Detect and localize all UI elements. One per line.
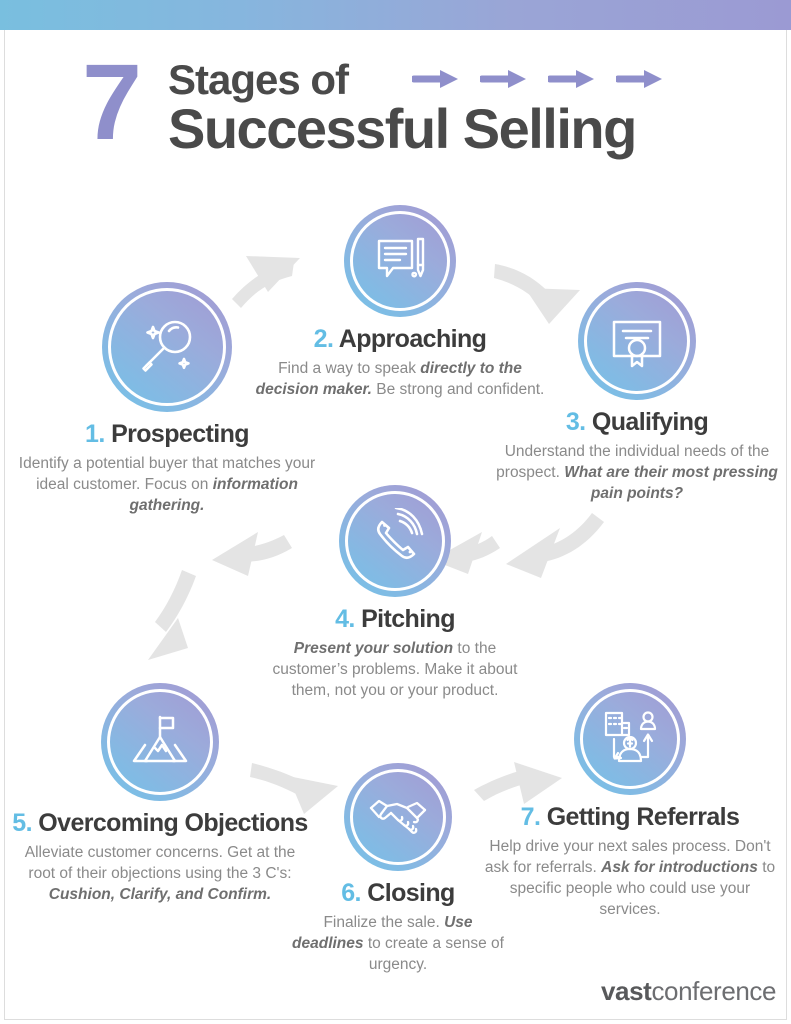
stage-7-description: Help drive your next sales process. Don'…	[484, 838, 776, 918]
stage-1: 1. Prospecting Identify a potential buye…	[12, 282, 322, 516]
stage-2-number: 2.	[313, 325, 334, 353]
stage-4-icon-wrap	[339, 485, 451, 597]
stage-7-number: 7.	[520, 803, 541, 831]
speech-bubble-pen-icon	[344, 205, 456, 317]
stage-1-title-text: Prospecting	[111, 420, 249, 448]
header: 7 Stages of Successful Selling	[0, 0, 791, 180]
stage-1-number: 1.	[85, 420, 105, 448]
stage-1-icon-wrap	[102, 282, 232, 412]
arrow-right-icon	[480, 70, 526, 88]
stage-3-icon-wrap	[578, 282, 696, 400]
logo-bold-text: vast	[601, 976, 652, 1006]
stage-5-title-text: Overcoming Objections	[38, 809, 308, 837]
stage-7-icon-wrap	[574, 683, 686, 795]
stage-6-title-text: Closing	[367, 879, 455, 907]
vastconference-logo: vastconference	[601, 976, 777, 1006]
stage-5-title: 5. Overcoming Objections	[10, 809, 310, 837]
stage-3-number: 3.	[565, 408, 586, 436]
magnifying-glass-icon	[102, 282, 232, 412]
stage-1-description: Identify a potential buyer that matches …	[18, 455, 316, 514]
logo-light-text: conference	[651, 976, 777, 1006]
stage-2-title: 2. Approaching	[250, 325, 550, 353]
phone-ringing-icon	[339, 485, 451, 597]
stage-7: 7. Getting Referrals Help drive your nex…	[478, 683, 782, 920]
stage-1-title: 1. Prospecting	[12, 420, 322, 448]
stage-6-title: 6. Closing	[288, 879, 508, 907]
stage-6-icon-wrap	[344, 763, 452, 871]
stage-2-description: Find a way to speak directly to the deci…	[255, 360, 545, 398]
certificate-award-icon	[578, 282, 696, 400]
stage-4-title: 4. Pitching	[255, 605, 535, 633]
page-title: Stages of Successful Selling	[168, 56, 637, 160]
stage-4-title-text: Pitching	[361, 605, 455, 633]
stage-5-number: 5.	[12, 809, 32, 837]
stage-2: 2. Approaching Find a way to speak direc…	[250, 205, 550, 400]
handshake-icon	[344, 763, 452, 871]
stage-6-number: 6.	[341, 879, 361, 907]
top-gradient-bar	[0, 0, 791, 30]
stage-7-title: 7. Getting Referrals	[478, 803, 782, 831]
header-arrow-group	[412, 68, 666, 90]
stage-3-title-text: Qualifying	[591, 408, 709, 436]
stage-4: 4. Pitching Present your solution to the…	[255, 485, 535, 701]
stage-2-icon-wrap	[344, 205, 456, 317]
stage-5-icon-wrap	[101, 683, 219, 801]
arrow-right-icon	[548, 70, 594, 88]
arrow-right-icon	[412, 70, 458, 88]
stage-5-description: Alleviate customer concerns. Get at the …	[24, 844, 296, 903]
arrow-right-icon	[616, 70, 662, 88]
stage-4-number: 4.	[335, 605, 355, 633]
page-title-number: 7	[82, 41, 142, 162]
stage-5: 5. Overcoming Objections Alleviate custo…	[10, 683, 310, 905]
page-title-line-2: Successful Selling	[168, 97, 637, 160]
stage-6: 6. Closing Finalize the sale. Use deadli…	[288, 763, 508, 975]
stage-6-description: Finalize the sale. Use deadlines to crea…	[292, 914, 504, 973]
mountain-flag-icon	[101, 683, 219, 801]
stage-3: 3. Qualifying Understand the individual …	[492, 282, 782, 504]
page-title-line-1: Stages of	[168, 56, 349, 103]
stage-4-description: Present your solution to the customer’s …	[272, 640, 518, 699]
stage-3-title: 3. Qualifying	[492, 408, 782, 436]
stage-3-description: Understand the individual needs of the p…	[496, 443, 778, 502]
stage-2-title-text: Approaching	[338, 325, 487, 353]
referral-network-icon	[574, 683, 686, 795]
stage-7-title-text: Getting Referrals	[546, 803, 740, 831]
